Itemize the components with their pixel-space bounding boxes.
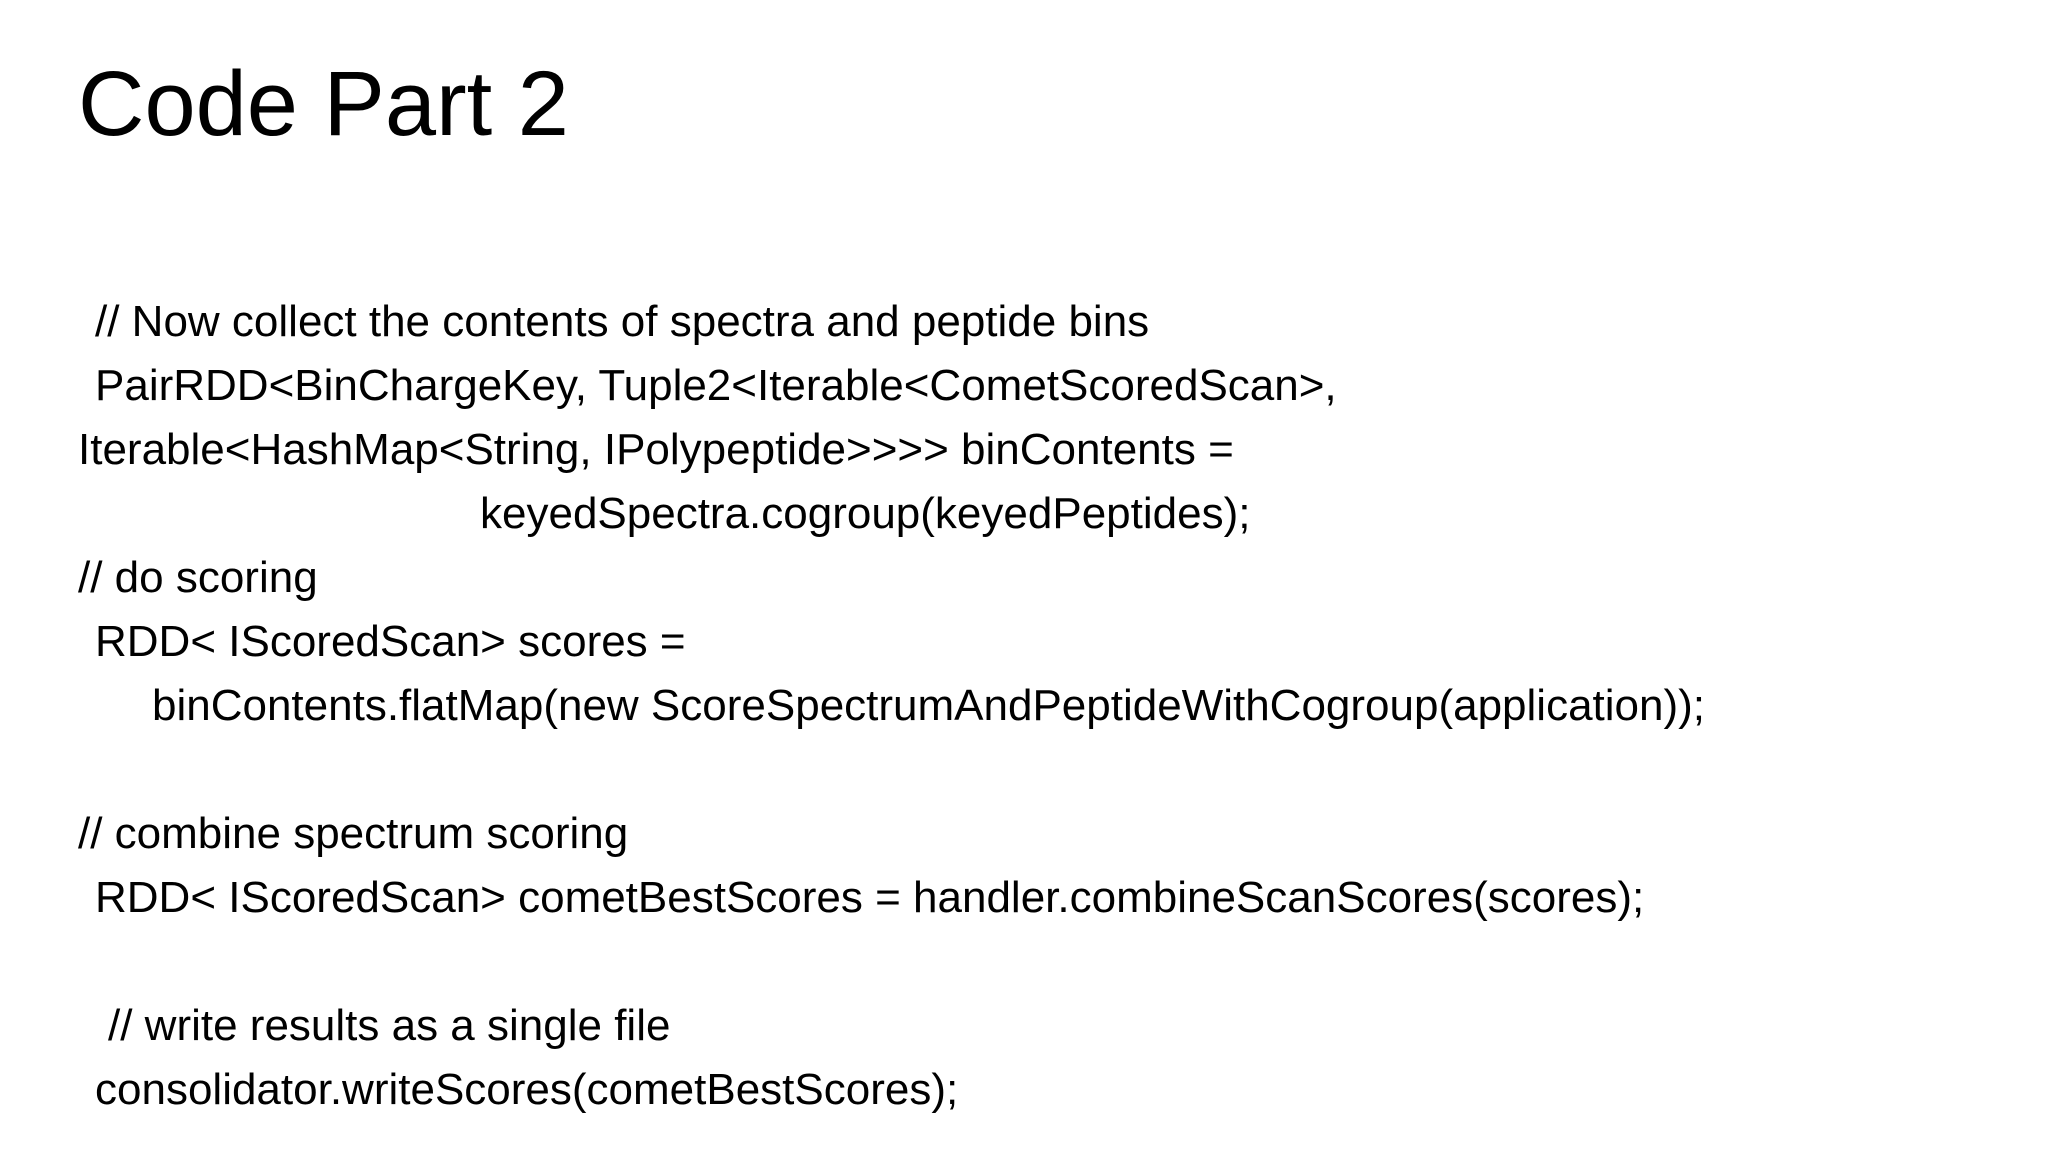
code-line-blank (0, 930, 2048, 994)
code-line: PairRDD<BinChargeKey, Tuple2<Iterable<Co… (95, 361, 1337, 410)
code-block: // Now collect the contents of spectra a… (0, 290, 2048, 1122)
code-line: // Now collect the contents of spectra a… (95, 297, 1150, 346)
code-line-blank (0, 738, 2048, 802)
code-line: RDD< IScoredScan> cometBestScores = hand… (95, 873, 1645, 922)
code-line: keyedSpectra.cogroup(keyedPeptides); (480, 489, 1251, 538)
code-line: // combine spectrum scoring (78, 809, 629, 858)
code-line: // write results as a single file (108, 1001, 671, 1050)
code-line: Iterable<HashMap<String, IPolypeptide>>>… (78, 425, 1234, 474)
code-line: RDD< IScoredScan> scores = (95, 617, 686, 666)
page-title: Code Part 2 (78, 53, 569, 155)
code-line: // do scoring (78, 553, 318, 602)
code-line: consolidator.writeScores(cometBestScores… (95, 1065, 959, 1114)
code-line: binContents.flatMap(new ScoreSpectrumAnd… (152, 681, 1706, 730)
